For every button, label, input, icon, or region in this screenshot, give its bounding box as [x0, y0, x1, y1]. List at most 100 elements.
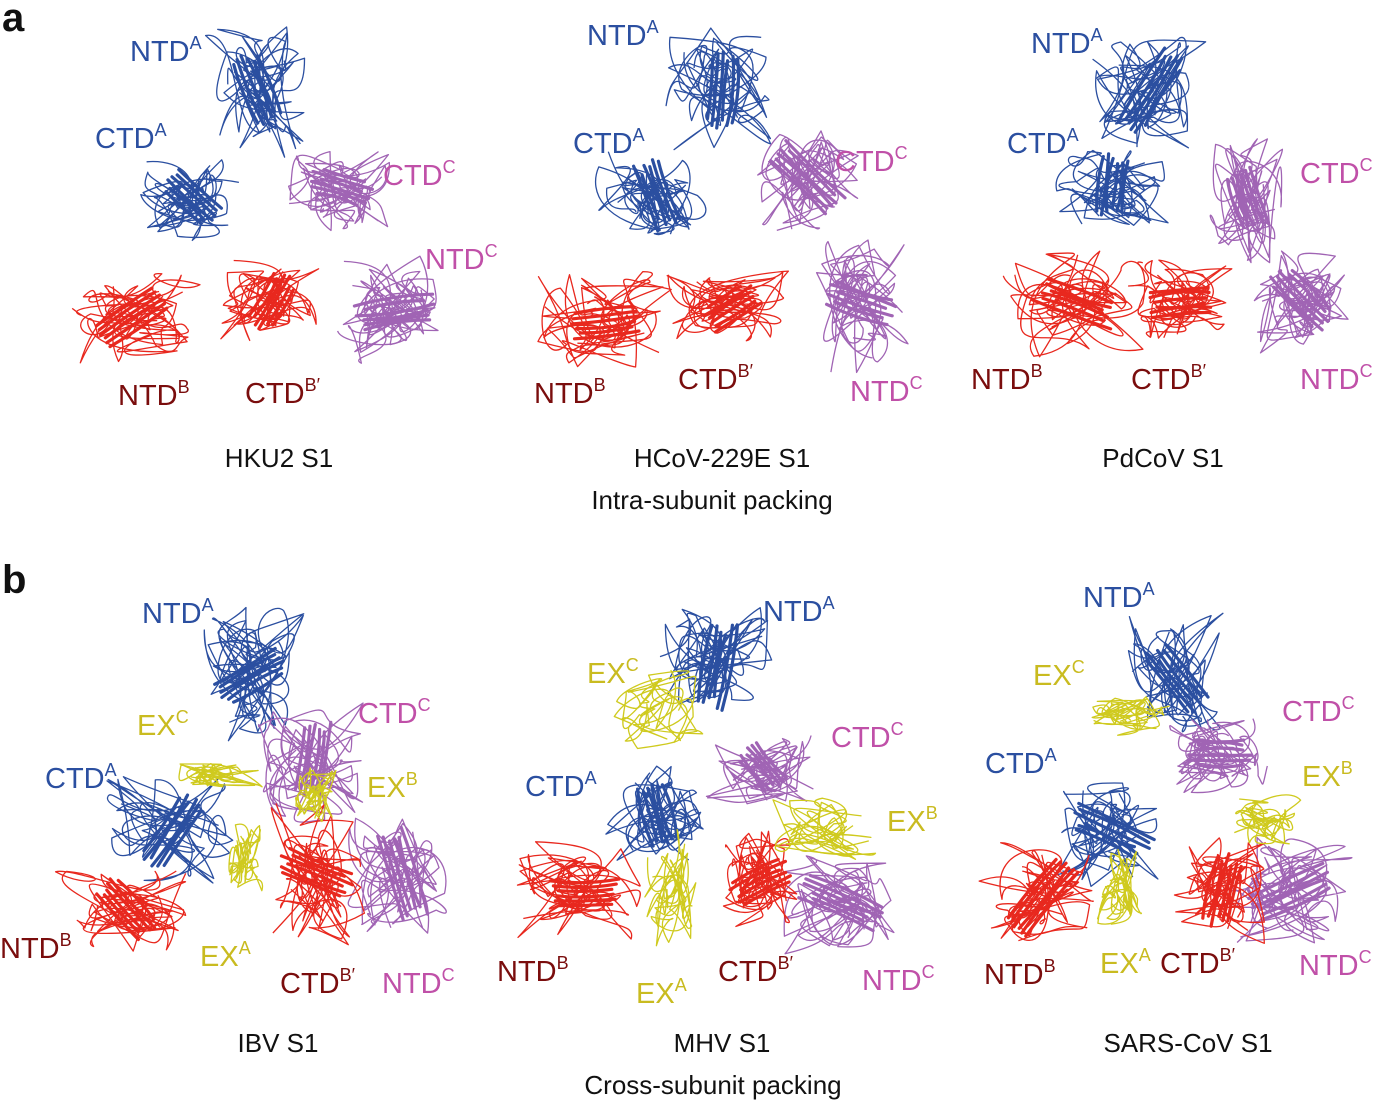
domain-b-beta-strand: [548, 877, 621, 885]
domain-c-beta-strand: [354, 302, 436, 318]
domain-c-beta-strand: [1257, 870, 1318, 901]
domain-a-beta-strand: [252, 59, 276, 113]
domain-c-beta-strand: [311, 169, 374, 191]
pdcov-label-ntd-b: NTDB: [971, 361, 1043, 396]
domain-a-beta-strand: [705, 58, 715, 121]
domain-c-beta-strand: [750, 743, 785, 784]
domain-a-beta-strand: [730, 58, 741, 125]
domain-a-beta-strand: [168, 186, 206, 221]
domain-b-beta-strand: [116, 878, 156, 921]
ibv-label-ntd-b: NTDB: [0, 930, 72, 965]
hku2-label-ntd-a: NTDA: [130, 33, 202, 68]
domain-a-beta-strand: [150, 798, 198, 868]
extension-loop: [772, 797, 869, 853]
domain-a-beta-strand: [715, 623, 734, 710]
domain-b-beta-strand: [98, 293, 162, 337]
domain-a-beta-strand: [162, 809, 203, 867]
domain-a-beta-strand: [213, 646, 277, 686]
domain-b-beta-strand: [1201, 855, 1220, 920]
domain-a-ribbon: [140, 159, 240, 242]
domain-c-beta-strand: [352, 292, 435, 308]
domain-a-beta-strand: [218, 653, 277, 689]
domain-a-beta-strand: [164, 190, 203, 225]
extension-loop: [644, 829, 693, 930]
mhv-label-ctd-a: CTDA: [525, 768, 597, 803]
domain-c-beta-strand: [392, 837, 417, 910]
domain-c-beta-strand: [1187, 753, 1253, 758]
domain-c-ribbon: [287, 150, 390, 232]
domain-b-loop: [275, 804, 361, 914]
domain-b-beta-strand: [97, 290, 157, 332]
panel-b-letter: b: [2, 558, 27, 602]
domain-b-loop: [688, 270, 790, 342]
ibv-label-ctd-c: CTDC: [358, 695, 431, 730]
domain-b-beta-strand: [551, 882, 618, 890]
domain-b-beta-strand: [1217, 864, 1233, 918]
domain-c-beta-strand: [315, 191, 359, 208]
ibv-s1-structure: [54, 606, 447, 952]
domain-b-beta-strand: [1221, 862, 1239, 923]
hcov-229e-label-ntd-a: NTDA: [587, 17, 659, 52]
domain-a-beta-strand: [235, 57, 266, 126]
domain-c-beta-strand: [802, 882, 882, 919]
domain-b-ribbon: [54, 870, 187, 952]
domain-c-ribbon: [815, 239, 909, 374]
hku2-label-ntd-b: NTDB: [118, 377, 190, 412]
ibv-label-ex-b: EXB: [367, 769, 418, 804]
domain-b-loop: [564, 270, 664, 354]
domain-b-loop: [75, 273, 201, 346]
extension-loop: [1097, 696, 1157, 731]
domain-a-ribbon: [1127, 612, 1224, 733]
domain-c-loop: [821, 240, 891, 359]
domain-b-beta-strand: [737, 870, 788, 898]
domain-c-loop: [757, 130, 836, 210]
domain-a-ribbon: [106, 776, 234, 884]
domain-b-beta-strand: [555, 892, 615, 899]
domain-b-beta-strand: [575, 319, 637, 331]
domain-a-beta-strand: [1127, 55, 1173, 125]
domain-b-beta-strand: [702, 284, 753, 318]
domain-c-beta-strand: [787, 149, 837, 197]
domain-c-ribbon: [757, 130, 859, 232]
domain-a-beta-strand: [219, 656, 281, 694]
extension-loop: [298, 767, 334, 817]
extension-loop: [229, 823, 264, 892]
domain-c-beta-strand: [1262, 886, 1331, 921]
domain-c-beta-strand: [1251, 870, 1329, 910]
domain-b-beta-strand: [710, 294, 755, 324]
domain-a-beta-strand: [660, 783, 679, 839]
domain-a-beta-strand: [1110, 162, 1120, 210]
domain-a-beta-strand: [227, 666, 284, 701]
domain-b-beta-strand: [257, 274, 292, 331]
domain-a-beta-strand: [701, 624, 719, 704]
domain-c-beta-strand: [317, 720, 333, 804]
extension-ribbon: [613, 669, 704, 750]
domain-c-beta-strand: [1188, 758, 1251, 763]
domain-c-beta-strand: [1234, 173, 1256, 227]
domain-a-beta-strand: [177, 168, 223, 210]
domain-b-beta-strand: [571, 309, 638, 321]
domain-a-beta-strand: [1099, 152, 1111, 217]
mhv-label-ntd-a: NTDA: [763, 593, 835, 628]
mhv-label-ctd-c: CTDC: [831, 719, 904, 754]
caption-mhv-s1: MHV S1: [673, 1028, 771, 1058]
sars-cov-label-ntd-c: NTDC: [1299, 947, 1372, 982]
domain-c-beta-strand: [829, 283, 898, 309]
domain-b-loop: [90, 873, 187, 944]
domain-c-ribbon: [347, 817, 447, 934]
caption-hku2-s1: HKU2 S1: [224, 443, 334, 473]
domain-b-beta-strand: [1020, 868, 1076, 935]
domain-b-beta-strand: [279, 865, 347, 895]
hku2-label-ctd-c: CTDC: [383, 157, 456, 192]
domain-b-beta-strand: [286, 862, 344, 888]
domain-c-beta-strand: [1287, 273, 1327, 313]
domain-a-beta-strand: [232, 62, 260, 125]
domain-b-loop: [222, 268, 312, 342]
caption-intra-subunit-packing: Intra-subunit packing: [591, 485, 833, 515]
domain-c-beta-strand: [1269, 275, 1324, 332]
domain-b-beta-strand: [1017, 866, 1071, 930]
extension-loop: [646, 859, 697, 947]
mhv-label-ex-b: EXB: [887, 803, 938, 838]
domain-b-ribbon: [722, 830, 798, 928]
domain-c-loop: [1256, 272, 1349, 343]
